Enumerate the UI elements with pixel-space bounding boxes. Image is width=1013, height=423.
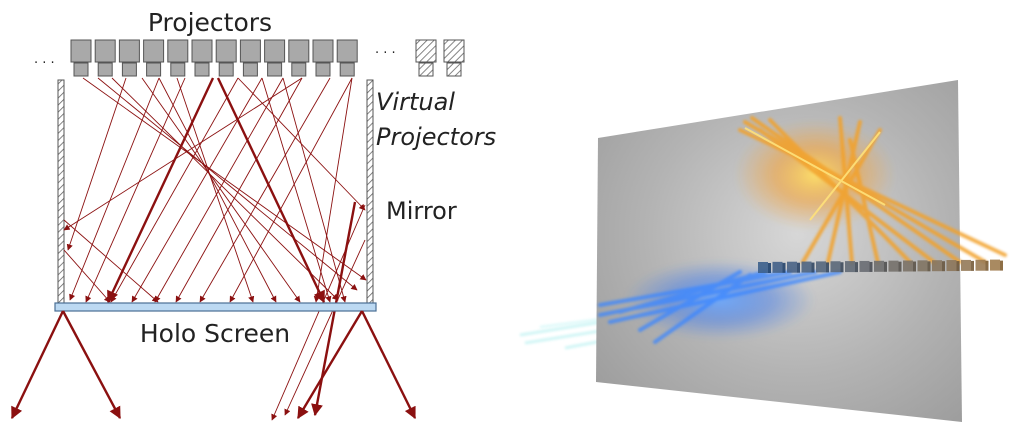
projector-icon	[264, 39, 286, 77]
light-ray	[66, 77, 127, 251]
projector-cube	[845, 261, 858, 273]
light-rays	[63, 77, 367, 421]
projector-cube	[787, 261, 800, 273]
projector-icon	[143, 39, 165, 77]
projector-row	[70, 39, 358, 77]
projector-icon	[312, 39, 334, 77]
light-ray	[313, 77, 353, 303]
blue-beams	[598, 260, 842, 344]
projector-icon	[191, 39, 213, 77]
projector-icon	[167, 39, 189, 77]
projector-cube	[961, 259, 974, 271]
projector-icon	[215, 39, 237, 77]
projector-cube	[946, 260, 960, 272]
holo-screen	[54, 302, 377, 312]
right-ellipsis: . . .	[375, 42, 396, 57]
projector-icon	[336, 39, 358, 77]
projector-cube	[888, 260, 902, 272]
projector-icon	[239, 39, 261, 77]
virtual-projectors-label-line1: Virtual	[376, 88, 455, 116]
light-ray	[82, 77, 367, 281]
projector-cube	[917, 260, 931, 272]
light-ray	[63, 77, 303, 231]
projector-icon	[288, 39, 310, 77]
light-ray	[261, 77, 332, 303]
projector-icon	[70, 39, 92, 77]
left-diagram: Projectors . . . . . . Virtual Projector…	[10, 8, 496, 421]
projector-icon	[94, 39, 116, 77]
light-ray	[154, 77, 284, 303]
projector-cube	[830, 261, 844, 273]
light-ray	[63, 249, 111, 303]
virtual-projectors-label-line2: Projectors	[376, 123, 496, 151]
light-ray	[69, 77, 160, 301]
primary-light-ray	[106, 77, 215, 304]
light-ray	[111, 77, 339, 301]
projector-cube	[801, 261, 815, 273]
light-ray	[271, 204, 366, 421]
light-ray	[141, 77, 301, 303]
projector-cube	[874, 260, 887, 272]
virtual-projector-icon	[415, 39, 437, 77]
light-ray	[85, 77, 186, 303]
projector-cube	[816, 261, 829, 273]
projector-cube	[990, 259, 1003, 271]
light-ray	[229, 77, 353, 303]
projector-cube-row	[758, 259, 1003, 273]
right-mirror	[366, 79, 374, 306]
orange-beams	[735, 116, 1007, 265]
outgoing-ray	[61, 310, 122, 420]
mirror-label: Mirror	[386, 197, 457, 225]
left-ellipsis: . . .	[34, 52, 55, 67]
virtual-projector-row	[415, 39, 465, 77]
light-ray	[284, 239, 366, 416]
right-render	[519, 80, 1007, 422]
projector-cube	[903, 260, 916, 272]
projector-cube	[975, 259, 989, 271]
outgoing-ray	[296, 310, 364, 420]
outgoing-rays	[10, 310, 417, 420]
outgoing-ray	[360, 310, 417, 420]
light-ray	[158, 77, 277, 303]
light-ray	[282, 77, 347, 303]
light-ray	[110, 77, 239, 303]
outgoing-ray	[10, 310, 65, 420]
projector-cube	[758, 262, 771, 273]
light-ray	[131, 77, 263, 303]
projectors-label: Projectors	[148, 8, 272, 37]
light-ray	[63, 219, 159, 303]
left-mirror	[57, 79, 65, 306]
projector-cube	[932, 260, 945, 272]
projector-icon	[118, 39, 140, 77]
light-ray	[199, 77, 331, 303]
light-ray	[176, 77, 255, 303]
projector-cube	[859, 260, 873, 272]
virtual-projector-icon	[443, 39, 465, 77]
light-ray	[97, 77, 358, 291]
screen-label: Holo Screen	[140, 319, 290, 348]
light-ray	[175, 77, 303, 303]
projector-cube	[772, 261, 786, 273]
primary-light-ray	[216, 77, 326, 304]
